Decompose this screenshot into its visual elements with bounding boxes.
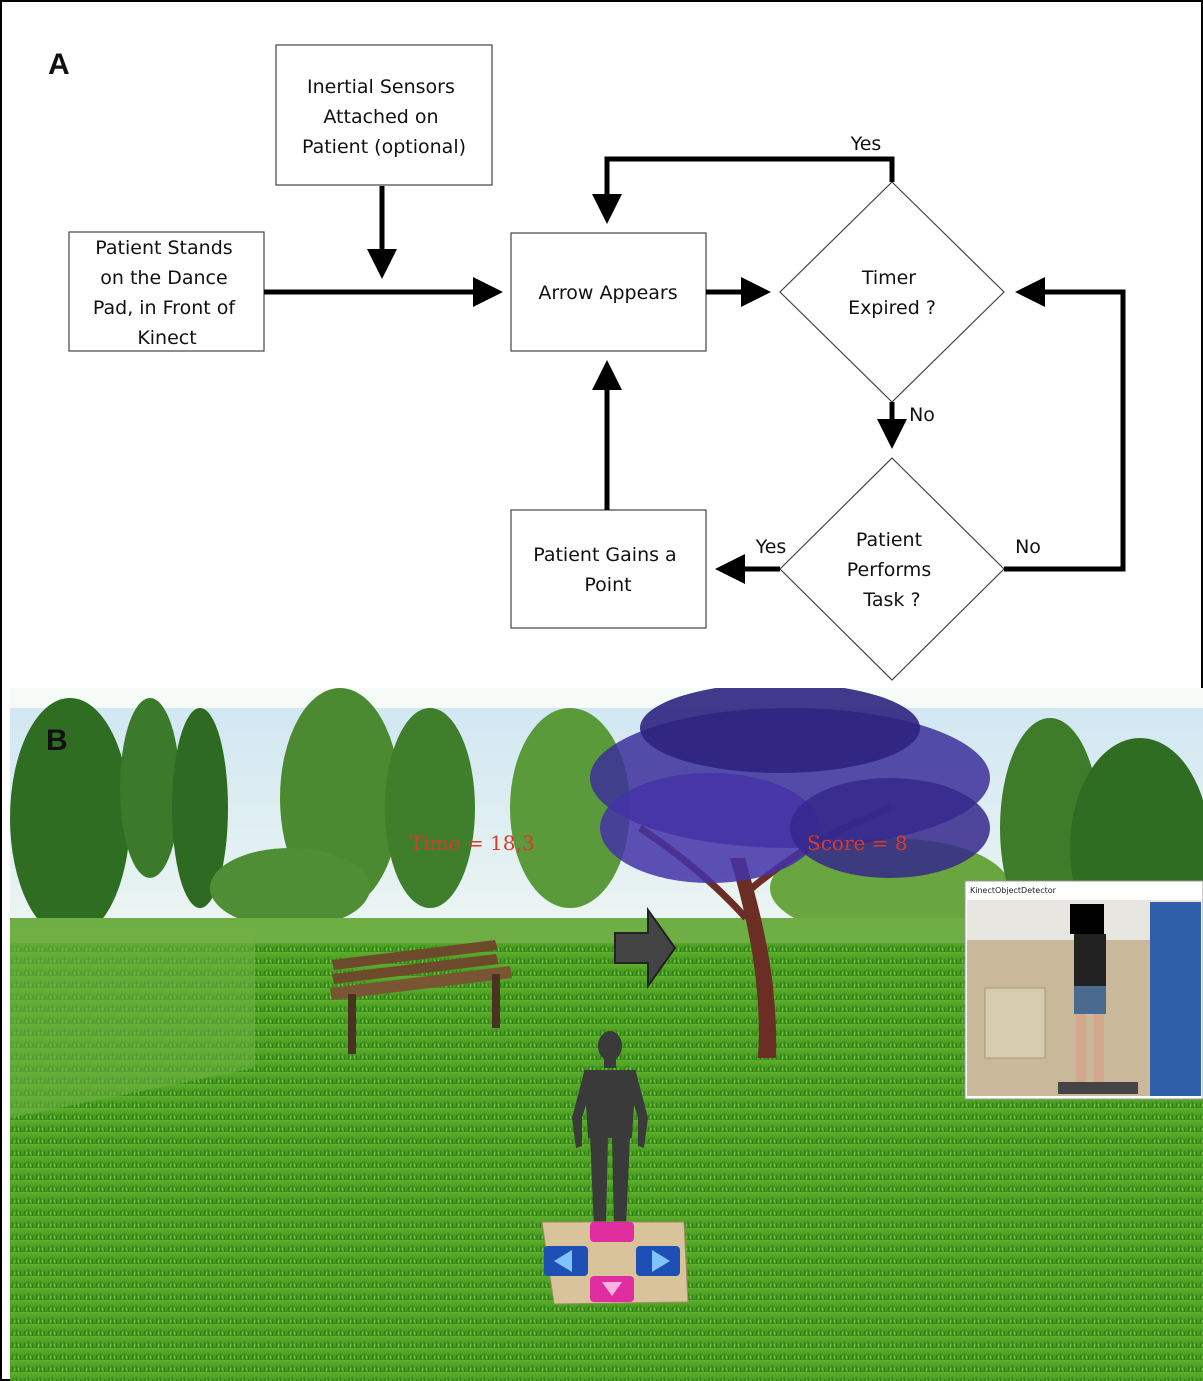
- flowchart-svg: A Inertial Sensors Attached on Patient (…: [48, 44, 1126, 681]
- hedge-wall: [10, 928, 255, 1118]
- decision-patient-performs-label: Patient Performs Task ?: [847, 529, 938, 611]
- node-patient-stands-label: Patient Stands on the Dance Pad, in Fron…: [93, 237, 241, 349]
- node-patient-stands: [68, 231, 265, 352]
- park-bench: [330, 940, 512, 1054]
- hud-score: Score = 8: [807, 831, 908, 855]
- edge-label-performs-no: No: [1015, 536, 1041, 558]
- node-patient-gains-label: Patient Gains a Point: [533, 544, 683, 596]
- game-scene-svg: Time = 18,3 Score = 8: [10, 688, 1203, 1381]
- game-screenshot-panel: Time = 18,3 Score = 8: [10, 688, 1203, 1381]
- camera-window-title: KinectObjectDetector: [970, 886, 1057, 895]
- edge-label-timer-yes: Yes: [850, 133, 882, 155]
- panel-letter-a: A: [48, 48, 70, 81]
- flowchart-panel: A Inertial Sensors Attached on Patient (…: [2, 2, 1203, 686]
- face-redaction: [1070, 904, 1104, 934]
- dance-pad: [541, 1221, 689, 1305]
- node-patient-gains-point: [510, 509, 707, 629]
- direction-arrow-right: [614, 906, 677, 990]
- avatar-figure: [572, 1031, 648, 1228]
- node-arrow-appears-label: Arrow Appears: [538, 282, 677, 304]
- decision-timer-expired-label: Timer Expired ?: [848, 267, 936, 319]
- panel-letter-b: B: [46, 724, 68, 757]
- node-arrow-appears: [510, 232, 707, 352]
- decision-timer-expired: [779, 181, 1005, 403]
- edge-timer-yes-loop: [592, 156, 895, 224]
- edge-performs-no-loop: [1004, 277, 1126, 572]
- decision-patient-performs-task: [779, 457, 1005, 681]
- edge-label-performs-yes: Yes: [755, 536, 787, 558]
- edge-label-timer-no: No: [909, 404, 935, 426]
- node-inertial-sensors: [275, 44, 493, 186]
- hud-time: Time = 18,3: [410, 831, 535, 855]
- kinect-camera-window: KinectObjectDetector: [964, 880, 1203, 1100]
- purple-tree: [590, 688, 990, 1058]
- node-inertial-sensors-label: Inertial Sensors Attached on Patient (op…: [302, 76, 466, 158]
